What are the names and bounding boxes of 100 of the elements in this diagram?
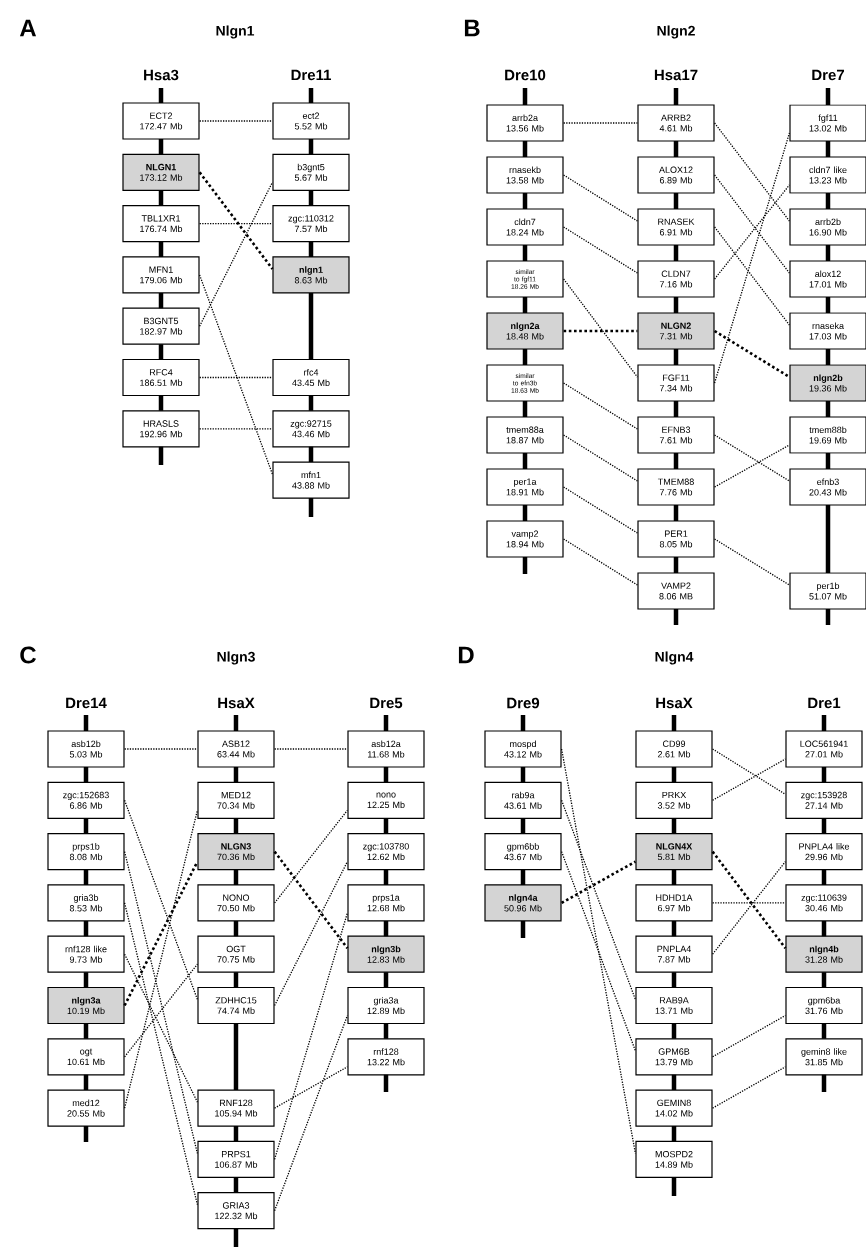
gene-box: PNPLA4 7.87 Mb — [635, 935, 713, 973]
gene-box: ECT2 172.47 Mb — [122, 102, 200, 140]
gene-box: rnf128 like 9.73 Mb — [47, 935, 125, 973]
gene-box: PNPLA4 like 29.96 Mb — [785, 833, 863, 871]
dotted-line — [711, 850, 787, 949]
gene-box: cldn7 like 13.23 Mb — [789, 156, 866, 194]
gene-box: NLGN2 7.31 Mb — [637, 312, 715, 350]
gene-box: zgc:153928 27.14 Mb — [785, 781, 863, 819]
chromosome-label: Dre5 — [370, 697, 403, 709]
dotted-line — [562, 122, 639, 124]
gene-box: b3gnt5 5.67 Mb — [272, 153, 350, 191]
dotted-line — [560, 748, 637, 1155]
gene-box: arrb2a 13.56 Mb — [486, 104, 564, 142]
gene-box: MED12 70.34 Mb — [197, 781, 275, 819]
gene-box: PER1 8.05 Mb — [637, 520, 715, 558]
gene-box: nlgn1 8.63 Mb — [272, 256, 350, 294]
dotted-line — [713, 434, 791, 482]
dotted-line — [713, 444, 791, 488]
panel-letter: A — [19, 19, 37, 37]
dotted-line — [711, 1014, 787, 1058]
chromosome-label: Dre14 — [66, 697, 107, 709]
gene-box: gria3b 8.53 Mb — [47, 884, 125, 922]
gene-box: gpm6bb 43.67 Mb — [484, 833, 562, 871]
gene-box: mospd 43.12 Mb — [484, 730, 562, 768]
gene-box: NONO 70.50 Mb — [197, 884, 275, 922]
dotted-line — [123, 809, 199, 1109]
gene-box: NLGN4X 5.81 Mb — [635, 833, 713, 871]
dotted-line — [198, 171, 274, 270]
gene-box: efnb3 20.43 Mb — [789, 468, 866, 506]
dotted-line — [198, 428, 274, 430]
gene-box: ARRB2 4.61 Mb — [637, 104, 715, 142]
panel-letter: D — [458, 646, 474, 664]
panel-title: Nlgn3 — [217, 651, 255, 665]
gene-box: nlgn4a 50.96 Mb — [484, 884, 562, 922]
gene-box: HRASLS 192.96 Mb — [122, 410, 200, 448]
gene-box: asb12b 5.03 Mb — [47, 730, 125, 768]
dotted-line — [713, 174, 791, 274]
gene-box: B3GNT5 182.97 Mb — [122, 307, 200, 345]
gene-box: rfc4 43.45 Mb — [272, 358, 350, 397]
gene-box: zgc:152683 6.86 Mb — [47, 781, 125, 819]
gene-box: tmem88b 19.69 Mb — [789, 416, 866, 454]
panel-title: Nlgn1 — [216, 25, 255, 39]
chromosome-label: HsaX — [218, 697, 255, 709]
dotted-line — [273, 1014, 349, 1212]
gene-box: ogt 10.61 Mb — [47, 1038, 125, 1076]
gene-box: GPM6B 13.79 Mb — [635, 1038, 713, 1076]
dotted-line — [123, 799, 199, 1001]
gene-box: CLDN7 7.16 Mb — [637, 260, 715, 298]
gene-box: GEMIN8 14.02 Mb — [635, 1089, 713, 1127]
gene-box: zgc:92715 43.46 Mb — [272, 410, 350, 448]
dotted-line — [713, 132, 791, 384]
dotted-line — [711, 1066, 787, 1109]
gene-box: RFC4 186.51 Mb — [122, 358, 200, 397]
dotted-line — [711, 758, 787, 801]
gene-box: MOSPD2 14.89 Mb — [635, 1140, 713, 1178]
chromosome-label: Dre9 — [507, 697, 540, 709]
gene-box: HDHD1A 6.97 Mb — [635, 884, 713, 922]
gene-box: rab9a 43.61 Mb — [484, 781, 562, 819]
dotted-line — [273, 860, 349, 1007]
dotted-line — [711, 902, 787, 904]
dotted-line — [711, 748, 787, 795]
gene-box: ect2 5.52 Mb — [272, 102, 350, 140]
gene-box: nlgn2a 18.48 Mb — [486, 312, 564, 350]
gene-box: PRPS1 106.87 Mb — [197, 1140, 275, 1178]
chromosome-label: HsaX — [656, 697, 693, 709]
dotted-line — [711, 860, 787, 955]
dotted-line — [198, 376, 274, 379]
gene-box: PRKX 3.52 Mb — [635, 781, 713, 819]
dotted-line — [562, 382, 639, 430]
dotted-line — [713, 184, 791, 280]
gene-box: TBL1XR1 176.74 Mb — [122, 205, 200, 243]
panel-letter: C — [20, 646, 36, 664]
chromosome-label: Hsa3 — [144, 69, 179, 81]
panel-title: Nlgn2 — [657, 25, 695, 39]
dotted-line — [123, 748, 199, 750]
gene-box: per1a 18.91 Mb — [486, 468, 564, 506]
chromosome-label: Hsa17 — [654, 69, 698, 81]
gene-box: asb12a 11.68 Mb — [347, 730, 425, 768]
gene-box: ZDHHC15 74.74 Mb — [197, 986, 275, 1025]
dotted-line — [562, 174, 639, 222]
gene-box: RAB9A 13.71 Mb — [635, 986, 713, 1025]
gene-box: vamp2 18.94 Mb — [486, 520, 564, 558]
dotted-line — [713, 538, 791, 586]
gene-box: NLGN3 70.36 Mb — [197, 833, 275, 871]
chromosome-label: Dre10 — [505, 69, 546, 81]
gene-box: prps1b 8.08 Mb — [47, 833, 125, 871]
gene-box: gpm6ba 31.76 Mb — [785, 986, 863, 1025]
gene-box: ALOX12 6.89 Mb — [637, 156, 715, 194]
dotted-line — [273, 850, 349, 949]
dotted-line — [273, 748, 349, 750]
gene-box: prps1a 12.68 Mb — [347, 884, 425, 922]
dotted-line — [198, 120, 274, 122]
dotted-line — [273, 912, 349, 1161]
dotted-line — [123, 902, 199, 1206]
dotted-line — [562, 538, 639, 586]
gene-box: MFN1 179.06 Mb — [122, 256, 200, 294]
gene-box: TMEM88 7.76 Mb — [637, 468, 715, 506]
dotted-line — [123, 861, 199, 1007]
gene-box: nono 12.25 Mb — [347, 781, 425, 819]
gene-box: rnf128 13.22 Mb — [347, 1038, 425, 1076]
